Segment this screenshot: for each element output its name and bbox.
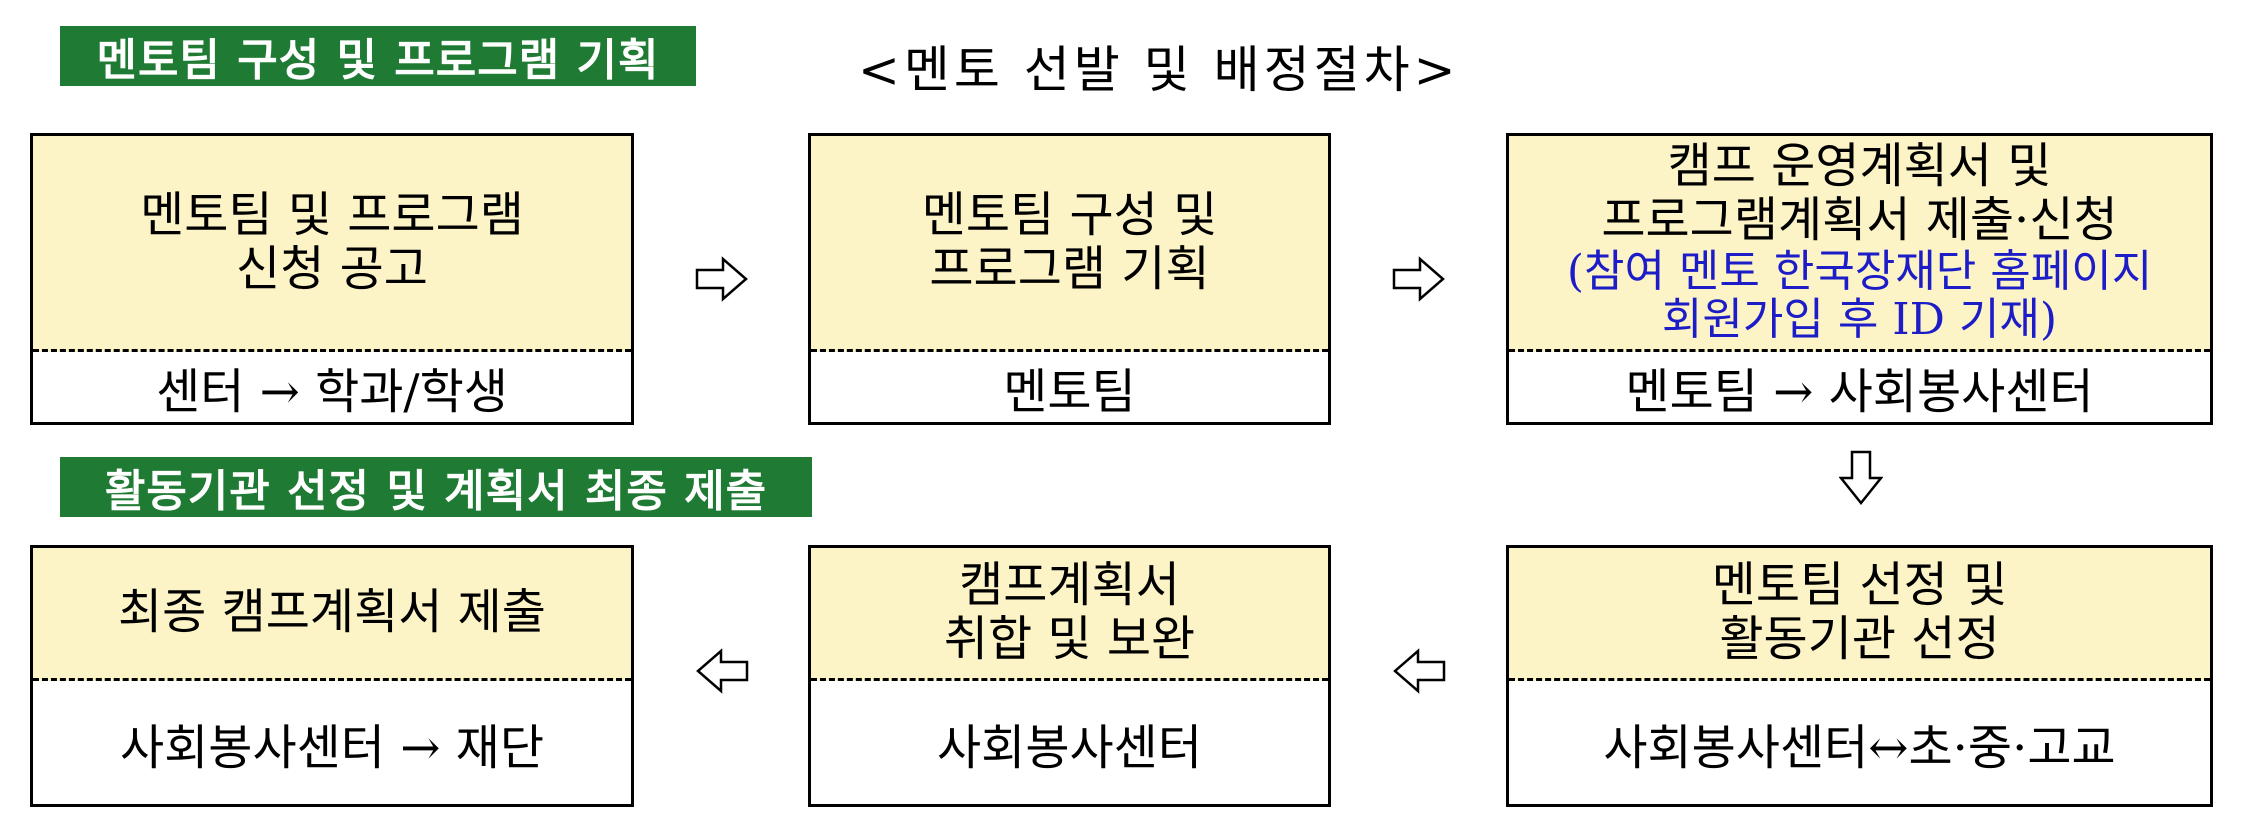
step-6-actor: 사회봉사센터 → 재단 — [119, 719, 544, 776]
selection-section-badge: 활동기관 선정 및 계획서 최종 제출 — [60, 457, 812, 517]
step-3-line-1: 캠프 운영계획서 및 — [1667, 138, 2052, 195]
step-5-box: 캠프계획서 취합 및 보완 사회봉사센터 — [808, 545, 1331, 807]
step-2-line-1: 멘토팀 구성 및 — [921, 186, 1218, 243]
step-4-line-1: 멘토팀 선정 및 — [1711, 557, 2008, 614]
diagram-heading: <멘토 선발 및 배정절차> — [858, 41, 1460, 99]
step-4-title: 멘토팀 선정 및 활동기관 선정 — [1509, 548, 2210, 681]
step-5-line-1: 캠프계획서 — [959, 557, 1180, 614]
step-3-line-2: 프로그램계획서 제출·신청 — [1601, 192, 2118, 249]
step-1-title: 멘토팀 및 프로그램 신청 공고 — [33, 136, 631, 352]
step-3-box: 캠프 운영계획서 및 프로그램계획서 제출·신청 (참여 멘토 한국장재단 홈페… — [1506, 133, 2213, 425]
hollow-down-arrow-icon — [1839, 450, 1883, 506]
step-6-line-1: 최종 캠프계획서 제출 — [118, 584, 546, 641]
step-1-actor: 센터 → 학과/학생 — [156, 364, 508, 420]
step-1-line-1: 멘토팀 및 프로그램 — [140, 186, 524, 243]
step-2-title: 멘토팀 구성 및 프로그램 기획 — [811, 136, 1328, 352]
step-5-line-2: 취합 및 보완 — [943, 611, 1196, 667]
step-6-box: 최종 캠프계획서 제출 사회봉사센터 → 재단 — [30, 545, 634, 807]
step-3-note-line-1: (참여 멘토 한국장재단 홈페이지 — [1566, 245, 2153, 297]
step-6-title: 최종 캠프계획서 제출 — [33, 548, 631, 681]
hollow-right-arrow-icon — [695, 256, 748, 302]
step-3-title: 캠프 운영계획서 및 프로그램계획서 제출·신청 (참여 멘토 한국장재단 홈페… — [1509, 136, 2210, 352]
step-1-box: 멘토팀 및 프로그램 신청 공고 센터 → 학과/학생 — [30, 133, 634, 425]
step-5-actor: 사회봉사센터 — [937, 719, 1202, 776]
planning-section-badge: 멘토팀 구성 및 프로그램 기획 — [60, 26, 696, 86]
step-2-line-2: 프로그램 기획 — [929, 240, 1210, 297]
step-1-line-2: 신청 공고 — [236, 240, 428, 297]
step-3-actor: 멘토팀 → 사회봉사센터 — [1625, 364, 2094, 420]
step-3-note-line-2: 회원가입 후 ID 기재) — [1661, 294, 2058, 346]
hollow-left-arrow-icon — [696, 648, 749, 694]
step-4-box: 멘토팀 선정 및 활동기관 선정 사회봉사센터↔초·중·고교 — [1506, 545, 2213, 807]
step-5-title: 캠프계획서 취합 및 보완 — [811, 548, 1328, 681]
step-4-actor: 사회봉사센터↔초·중·고교 — [1603, 719, 2116, 776]
step-2-actor: 멘토팀 — [1003, 364, 1136, 420]
hollow-left-arrow-icon — [1393, 648, 1446, 694]
hollow-right-arrow-icon — [1392, 256, 1445, 302]
step-2-box: 멘토팀 구성 및 프로그램 기획 멘토팀 — [808, 133, 1331, 425]
step-4-line-2: 활동기관 선정 — [1719, 611, 2000, 667]
